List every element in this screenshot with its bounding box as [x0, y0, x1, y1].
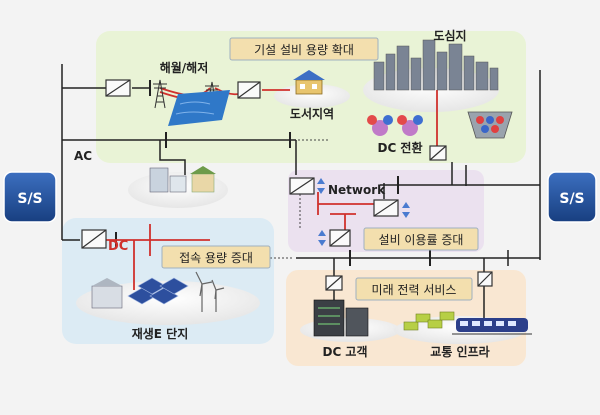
callout-utilization-text: 설비 이용률 증대	[379, 233, 464, 247]
converter-transport	[477, 271, 493, 287]
updown-arrows	[317, 178, 410, 246]
dc-conversion-icon	[367, 115, 423, 136]
sea-icon	[168, 90, 230, 126]
island-house-icon	[293, 70, 325, 95]
callout-future-service: 미래 전력 서비스	[355, 277, 473, 301]
substation-right-label: S/S	[559, 191, 584, 207]
callout-expand-capacity-text: 기설 설비 용량 확대	[254, 43, 354, 57]
storage-shed-icon	[91, 278, 123, 309]
solar-panel-icon	[127, 277, 189, 305]
converter-seabed-left	[105, 79, 131, 97]
label-seabed: 해월/해저	[160, 60, 209, 75]
callout-utilization: 설비 이용률 증대	[363, 227, 479, 251]
label-ac: AC	[74, 149, 92, 163]
tower-icon-left	[153, 79, 167, 109]
converter-network-3	[329, 229, 351, 247]
converter-network-1	[289, 177, 315, 195]
label-dc-customer: DC 고객	[322, 345, 367, 359]
sea-waves	[175, 101, 215, 115]
converter-renewable	[81, 229, 107, 249]
converters	[81, 79, 493, 291]
city-skyline-icon	[373, 39, 499, 91]
battery-bank-icon	[467, 111, 513, 139]
converter-city	[429, 145, 447, 161]
label-renewable: 재생E 단지	[132, 326, 189, 341]
dc-server-icon	[313, 299, 369, 337]
substation-left: S/S	[3, 171, 57, 223]
ac-lines	[61, 64, 541, 318]
label-dc-conversion: DC 전환	[377, 140, 422, 155]
label-island: 도서지역	[290, 106, 334, 121]
converter-seabed-right	[237, 81, 261, 99]
label-network: Network	[328, 183, 386, 197]
label-transport: 교통 인프라	[430, 344, 489, 359]
callout-future-service-text: 미래 전력 서비스	[372, 283, 457, 297]
substation-right: S/S	[547, 171, 597, 223]
dashed-links	[270, 139, 330, 259]
train-icon	[452, 318, 532, 335]
label-dc: DC	[108, 239, 128, 254]
ev-battery-icon	[403, 311, 455, 331]
ac-building-icon	[149, 166, 216, 193]
converter-dc-customer	[325, 275, 343, 291]
callout-connect-capacity-text: 접속 용량 증대	[179, 251, 253, 265]
converter-network-2	[373, 199, 399, 217]
label-city: 도심지	[433, 28, 466, 43]
wind-turbine-icon	[195, 271, 225, 312]
substation-left-label: S/S	[17, 191, 42, 207]
callout-expand-capacity: 기설 설비 용량 확대	[229, 37, 379, 61]
island-ground	[274, 84, 350, 108]
callout-connect-capacity: 접속 용량 증대	[161, 245, 271, 269]
